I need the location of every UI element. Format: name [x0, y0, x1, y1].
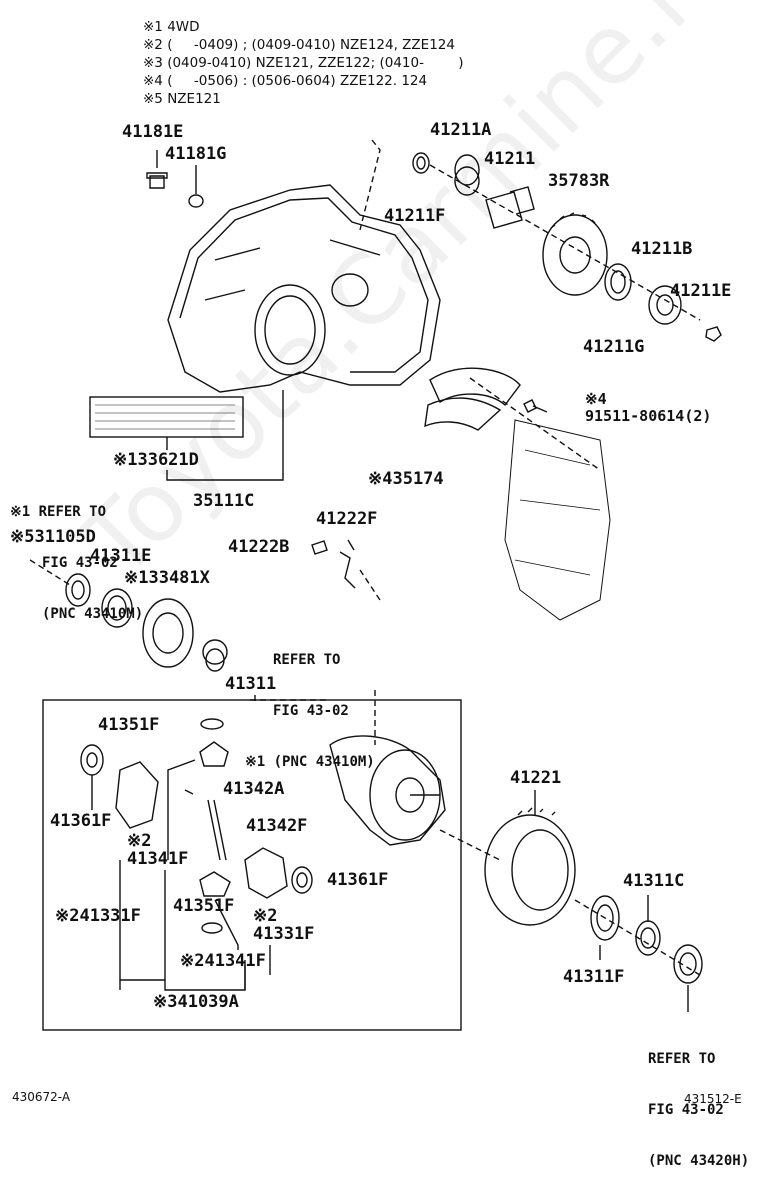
- part-label-41181G[interactable]: 41181G: [165, 144, 227, 164]
- shield-35174-illustration: [429, 367, 521, 407]
- part-label-41341F-top[interactable]: ※2 41341F: [127, 831, 189, 869]
- note-5: ※5 NZE121: [143, 91, 221, 107]
- part-label-41342F[interactable]: 41342F: [246, 816, 308, 836]
- part-label-41311C[interactable]: 41311C: [623, 871, 685, 891]
- part-label-41351F-top[interactable]: 41351F: [98, 715, 160, 735]
- engine-block-illustration: [504, 419, 611, 621]
- part-label-41341F-bottom[interactable]: ※241341F: [180, 951, 266, 971]
- part-label-91511-80614[interactable]: ※4 91511-80614(2): [585, 390, 712, 425]
- part-label-35111C[interactable]: 35111C: [193, 491, 255, 511]
- gasket-41181G-illustration: [188, 194, 204, 208]
- part-label-41331F-left[interactable]: ※241331F: [55, 906, 141, 926]
- part-label-41211F[interactable]: 41211F: [384, 206, 446, 226]
- cross-reference-43410M-center[interactable]: REFER TO FIG 43-02 ※1 (PNC 43410M): [245, 652, 375, 770]
- parts-diagram-drawing: [29, 139, 722, 1031]
- part-label-31105D[interactable]: ※531105D: [10, 527, 96, 547]
- part-label-41222B[interactable]: 41222B: [228, 537, 290, 557]
- note-4: ※4 ( -0506) : (0506-0604) ZZE122. 124: [143, 73, 428, 89]
- part-label-33621D[interactable]: ※133621D: [113, 450, 199, 470]
- part-label-41211B[interactable]: 41211B: [631, 239, 693, 259]
- plug-41181E-illustration: [146, 172, 168, 189]
- part-label-41361F-right[interactable]: 41361F: [327, 870, 389, 890]
- cross-reference-43410M-left[interactable]: ※1 REFER TO FIG 43-02 (PNC 43410M): [10, 504, 144, 622]
- part-label-41342A[interactable]: 41342A: [223, 779, 285, 799]
- note-3: ※3 (0409-0410) NZE121, ZZE122; (0410- ): [143, 55, 464, 71]
- part-label-41331F-right[interactable]: ※2 41331F: [253, 906, 315, 944]
- part-label-41311E[interactable]: 41311E: [90, 546, 152, 566]
- transaxle-housing-illustration: [167, 184, 441, 393]
- part-label-41221[interactable]: 41221: [510, 768, 562, 788]
- part-label-41211A[interactable]: 41211A: [430, 120, 492, 140]
- part-label-41211E[interactable]: 41211E: [670, 281, 732, 301]
- part-label-41222F[interactable]: 41222F: [316, 509, 378, 529]
- part-label-41039A[interactable]: ※341039A: [153, 992, 239, 1012]
- part-label-41311F[interactable]: 41311F: [563, 967, 625, 987]
- part-label-35783R[interactable]: 35783R: [548, 171, 610, 191]
- part-label-41211[interactable]: 41211: [484, 149, 536, 169]
- part-label-41311[interactable]: 41311: [225, 674, 277, 694]
- ring-gear-41221-illustration: [484, 814, 576, 926]
- illustration-code-right: 431512-E: [684, 1092, 742, 1106]
- part-label-41181E[interactable]: 41181E: [122, 122, 184, 142]
- part-label-41361F-left[interactable]: 41361F: [50, 811, 112, 831]
- part-label-33481X[interactable]: ※133481X: [124, 568, 210, 588]
- illustration-code-left: 430672-A: [12, 1090, 71, 1104]
- note-2: ※2 ( -0409) ; (0409-0410) NZE124, ZZE124: [143, 37, 455, 53]
- part-label-41211G[interactable]: 41211G: [583, 337, 645, 357]
- note-1: ※1 4WD: [143, 19, 200, 35]
- part-label-41351F-bottom[interactable]: 41351F: [173, 896, 235, 916]
- differential-case-illustration: [329, 735, 446, 846]
- part-label-35174[interactable]: ※435174: [368, 469, 444, 489]
